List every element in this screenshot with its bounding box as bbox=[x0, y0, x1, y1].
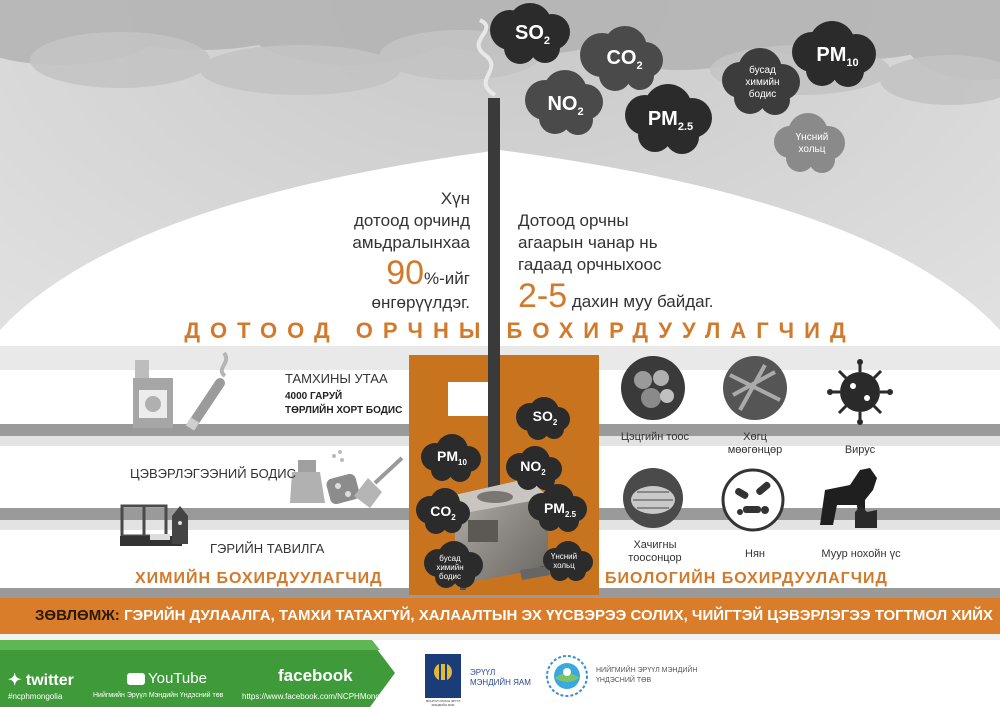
cloud-no2-shape bbox=[525, 70, 603, 135]
youtube-label: YouTube bbox=[148, 670, 207, 687]
recommendation-text: ГЭРИЙН ДУЛААЛГА, ТАМХИ ТАТАХГҮЙ, ХАЛААЛТ… bbox=[123, 607, 993, 624]
stat-right-line1: Дотоод орчны bbox=[518, 211, 629, 230]
stat-right-number: 2-5 bbox=[518, 277, 568, 315]
twitter-handle: #ncphmongolia bbox=[8, 692, 63, 701]
biological-heading: БИОЛОГИЙН БОХИРДУУЛАГЧИД bbox=[605, 570, 888, 587]
broom-icon bbox=[354, 456, 404, 508]
cloud-pm25-shape bbox=[625, 84, 712, 154]
bio-label-pet-hair: Муур нохойн үс bbox=[821, 548, 901, 560]
sky-pollutant-clouds bbox=[490, 3, 876, 173]
stat-right-suffix: дахин муу байдаг. bbox=[571, 292, 714, 311]
footer-green-band bbox=[0, 640, 395, 707]
cleaning-label: ЦЭВЭРЛЭГЭЭНИЙ БОДИС bbox=[130, 466, 296, 481]
ncph-line1: НИЙГМИЙН ЭРҮҮЛ МЭНДИЙН bbox=[596, 667, 698, 674]
youtube-link[interactable]: YouTube bbox=[127, 670, 207, 687]
stat-right-number-row: 2-5 дахин муу байдаг. bbox=[518, 276, 768, 316]
stat-left-number-row: 90%-ийг bbox=[330, 254, 470, 292]
stove-cloud-pm25 bbox=[528, 484, 587, 532]
stat-left-line2: дотоод орчинд bbox=[354, 211, 470, 230]
cloud-ash-label: Үнсний хольц bbox=[795, 132, 829, 155]
stat-left-line3: амьдралынхаа bbox=[352, 233, 470, 252]
virus-icon bbox=[827, 359, 893, 425]
twitter-link[interactable]: ✦ twitter bbox=[8, 670, 74, 690]
cloud-ash-shape bbox=[774, 113, 845, 173]
mold-icon bbox=[723, 356, 787, 420]
cloud-pm10-label: PM10 bbox=[816, 44, 859, 69]
cloud-other-shape bbox=[722, 48, 800, 115]
footer: ✦ twitter #ncphmongolia YouTube Нийгмийн… bbox=[0, 640, 1000, 707]
chemical-heading: ХИМИЙН БОХИРДУУЛАГЧИД bbox=[135, 570, 383, 587]
cloud-pm10-shape bbox=[792, 21, 876, 87]
recommendation-label: ЗӨВЛӨМЖ: bbox=[35, 607, 120, 624]
furniture-label: ГЭРИЙН ТАВИЛГА bbox=[210, 541, 325, 556]
smoke-swirl bbox=[476, 18, 497, 97]
cigarette-pack-icon bbox=[133, 360, 173, 428]
cat-dog-icon bbox=[820, 468, 877, 528]
cloud-pm25-label: PM2.5 bbox=[647, 108, 694, 133]
ministry-small-text: МОНГОЛ УЛСЫН ЭРҮҮЛ МЭНДИЙН ЯАМ bbox=[425, 699, 461, 707]
chemical-icons bbox=[120, 351, 404, 546]
stat-left-line5: өнгөрүүлдэг. bbox=[371, 293, 470, 312]
recommendation-banner: ЗӨВЛӨМЖ: ГЭРИЙН ДУЛААЛГА, ТАМХИ ТАТАХГҮЙ… bbox=[0, 598, 1000, 634]
pollen-icon bbox=[621, 356, 685, 420]
cloud-so2-shape bbox=[490, 3, 570, 64]
bio-label-bacteria: Нян bbox=[745, 548, 765, 560]
biological-icons bbox=[621, 356, 893, 532]
bio-label-dust-mite: Хачигны тоосонцор bbox=[628, 539, 682, 564]
cloud-no2-label: NO2 bbox=[547, 93, 584, 118]
stat-left-suffix: %-ийг bbox=[424, 269, 470, 288]
tobacco-sub1: 4000 ГАРУЙ bbox=[285, 391, 343, 402]
stove-cloud-ash bbox=[543, 541, 593, 581]
stove-pm25-label: PM2.5 bbox=[543, 500, 577, 519]
ministry-line2: МЭНДИЙН ЯАМ bbox=[470, 678, 531, 687]
twitter-label: twitter bbox=[25, 672, 74, 689]
stove-cloud-co2 bbox=[416, 488, 470, 534]
stove-ash-label: Үнсний хольц bbox=[550, 552, 578, 570]
tobacco-sub2: ТӨРЛИЙН ХОРТ БОДИС bbox=[285, 405, 403, 416]
stat-left-line1: Хүн bbox=[440, 189, 470, 208]
stove-cloud-so2 bbox=[516, 397, 570, 440]
stat-left-number: 90 bbox=[386, 254, 425, 292]
facebook-url[interactable]: https://www.facebook.com/NCPHMongolia bbox=[242, 692, 393, 701]
cloud-so2-label: SO2 bbox=[514, 22, 551, 47]
cloud-co2-label: CO2 bbox=[606, 47, 643, 72]
sponge-icon bbox=[326, 473, 360, 505]
spray-bottle-icon bbox=[290, 450, 344, 503]
stove-cloud-no2 bbox=[506, 446, 562, 490]
stove-cloud-pm10 bbox=[421, 434, 481, 482]
bio-label-pollen: Цэцгийн тоос bbox=[620, 431, 690, 443]
dust-mite-icon bbox=[623, 468, 683, 528]
ministry-line1: ЭРҮҮЛ bbox=[470, 668, 496, 677]
ministry-emblem bbox=[425, 654, 461, 698]
furniture-icon bbox=[120, 504, 188, 546]
recommendation-text-row: ЗӨВЛӨМЖ: ГЭРИЙН ДУЛААЛГА, ТАМХИ ТАТАХГҮЙ… bbox=[35, 607, 993, 624]
stove-so2-label: SO2 bbox=[532, 408, 558, 427]
cloud-co2-shape bbox=[580, 26, 663, 91]
stove-no2-label: NO2 bbox=[520, 458, 546, 477]
facebook-link[interactable]: facebook bbox=[278, 666, 353, 685]
stove-other-label: бусад химийн бодис bbox=[436, 554, 464, 581]
twitter-icon: ✦ bbox=[8, 672, 22, 689]
bio-label-virus: Вирус bbox=[844, 444, 876, 456]
ncph-logo bbox=[546, 655, 588, 697]
main-title: ДОТООД ОРЧНЫ БОХИРДУУЛАГЧИД bbox=[184, 318, 856, 343]
ncph-line2: ҮНДЭСНИЙ ТӨВ bbox=[596, 677, 652, 684]
cloud-other-label: бусад химийн бодис bbox=[745, 65, 780, 100]
cigarette-icon bbox=[185, 351, 229, 433]
youtube-subtitle: Нийгмийн Эрүүл Мэндийн Үндэсний төв bbox=[93, 692, 224, 699]
youtube-icon bbox=[127, 673, 145, 686]
stat-left: Хүн дотоод орчинд амьдралынхаа 90%-ийг ө… bbox=[330, 188, 470, 314]
stove-co2-label: CO2 bbox=[430, 503, 456, 522]
chimney-pipe bbox=[488, 98, 500, 498]
stove-pollutant-clouds bbox=[416, 397, 593, 588]
stat-right: Дотоод орчны агаарын чанар нь гадаад орч… bbox=[518, 210, 768, 316]
bio-label-mold: Хөгц мөөгөнцөр bbox=[727, 431, 783, 456]
stat-right-line2: агаарын чанар нь bbox=[518, 233, 658, 252]
tobacco-title: ТАМХИНЫ УТАА bbox=[285, 371, 388, 386]
stove-pm10-label: PM10 bbox=[437, 448, 467, 467]
stat-right-line3: гадаад орчныхоос bbox=[518, 255, 662, 274]
bacteria-icon bbox=[721, 468, 785, 532]
stove-cloud-other bbox=[424, 541, 483, 588]
